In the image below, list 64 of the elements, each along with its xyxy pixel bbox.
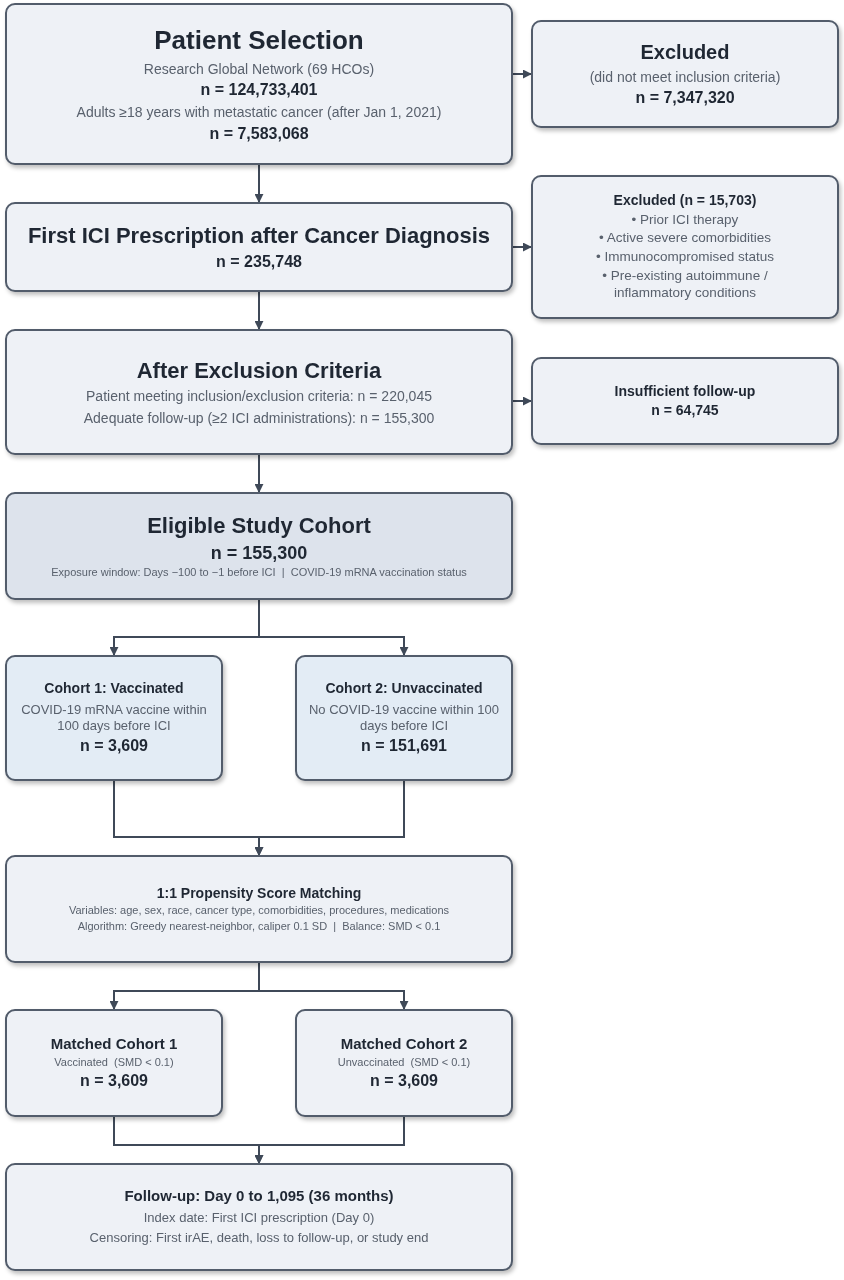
count-text: n = 7,347,320 bbox=[635, 88, 735, 109]
box-title: Excluded (n = 15,703) bbox=[613, 192, 757, 210]
box-text: (did not meet inclusion criteria) bbox=[589, 68, 781, 87]
process-box bbox=[5, 855, 513, 963]
count-text: n = 235,748 bbox=[216, 251, 302, 272]
process-box bbox=[5, 655, 223, 781]
bullet-item: • Prior ICI therapy bbox=[631, 211, 739, 229]
box-title: 1:1 Propensity Score Matching bbox=[156, 884, 362, 902]
count-text: n = 151,691 bbox=[361, 736, 447, 756]
process-box bbox=[5, 492, 513, 600]
box-text: Patient meeting inclusion/exclusion criteria: n = 220,045 bbox=[86, 388, 432, 406]
arrow bbox=[254, 291, 264, 330]
box-text: Unvaccinated (SMD < 0.1) bbox=[337, 1055, 471, 1070]
box-title: Cohort 2: Unvaccinated bbox=[325, 680, 483, 698]
box-title: First ICI Prescription after Cancer Diagnosis bbox=[27, 222, 491, 250]
box-title: Follow-up: Day 0 to 1,095 (36 months) bbox=[124, 1187, 394, 1207]
box-text: Exposure window: Days −100 to −1 before ICI | COVID-19 mRNA vaccination status bbox=[51, 566, 467, 580]
process-box bbox=[5, 1163, 513, 1271]
box-text: Algorithm: Greedy nearest-neighbor, caliper 0.1 SD | Balance: SMD < 0.1 bbox=[77, 919, 441, 934]
box-text: No COVID-19 vaccine within 100 days before ICI bbox=[308, 701, 500, 734]
count-text: n = 3,609 bbox=[369, 1071, 438, 1092]
arrow bbox=[254, 780, 405, 856]
process-box bbox=[531, 175, 839, 319]
box-title: Insufficient follow-up bbox=[614, 382, 756, 400]
bullet-item: • Pre-existing autoimmune / inflammatory conditions bbox=[601, 268, 769, 302]
arrow bbox=[254, 1116, 405, 1164]
count-text: n = 155,300 bbox=[210, 541, 308, 565]
box-text: Research Global Network (69 HCOs) bbox=[143, 60, 375, 79]
count-text: n = 64,745 bbox=[651, 402, 719, 420]
box-title: After Exclusion Criteria bbox=[136, 356, 382, 385]
box-text: Index date: First ICI prescription (Day 0) bbox=[143, 1210, 375, 1227]
box-title: Matched Cohort 2 bbox=[340, 1034, 468, 1054]
count-text: n = 124,733,401 bbox=[200, 80, 318, 101]
box-text: COVID-19 mRNA vaccine within 100 days before ICI bbox=[20, 701, 208, 734]
arrow bbox=[512, 242, 532, 252]
box-title: Matched Cohort 1 bbox=[50, 1034, 178, 1054]
process-box bbox=[295, 655, 513, 781]
count-text: n = 7,583,068 bbox=[209, 123, 309, 144]
count-text: n = 3,609 bbox=[79, 736, 148, 756]
process-box bbox=[5, 1009, 223, 1117]
process-box bbox=[295, 1009, 513, 1117]
box-text: Variables: age, sex, race, cancer type, comorbidities, procedures, medications bbox=[68, 904, 450, 918]
process-box bbox=[5, 202, 513, 292]
arrow bbox=[258, 962, 409, 1010]
process-box bbox=[531, 20, 839, 128]
box-text: Adults ≥18 years with metastatic cancer (after Jan 1, 2021) bbox=[76, 104, 442, 122]
box-title: Patient Selection bbox=[154, 24, 364, 57]
process-box bbox=[5, 3, 513, 165]
box-title: Eligible Study Cohort bbox=[147, 512, 371, 540]
bullet-item: • Immunocompromised status bbox=[595, 249, 774, 267]
box-title: Cohort 1: Vaccinated bbox=[44, 680, 184, 698]
arrow bbox=[512, 396, 532, 406]
process-box bbox=[531, 357, 839, 445]
bullet-item: • Active severe comorbidities bbox=[598, 230, 771, 248]
box-title: Excluded bbox=[640, 39, 730, 65]
arrow bbox=[254, 164, 264, 203]
process-box bbox=[5, 329, 513, 455]
box-text: Adequate follow-up (≥2 ICI administrations): n = 155,300 bbox=[83, 409, 435, 428]
count-text: n = 3,609 bbox=[79, 1071, 148, 1092]
arrow bbox=[254, 454, 264, 493]
box-text: Vaccinated (SMD < 0.1) bbox=[54, 1055, 174, 1070]
arrow bbox=[512, 69, 532, 79]
box-text: Censoring: First irAE, death, loss to follow-up, or study end bbox=[89, 1230, 429, 1247]
arrow bbox=[258, 599, 409, 656]
